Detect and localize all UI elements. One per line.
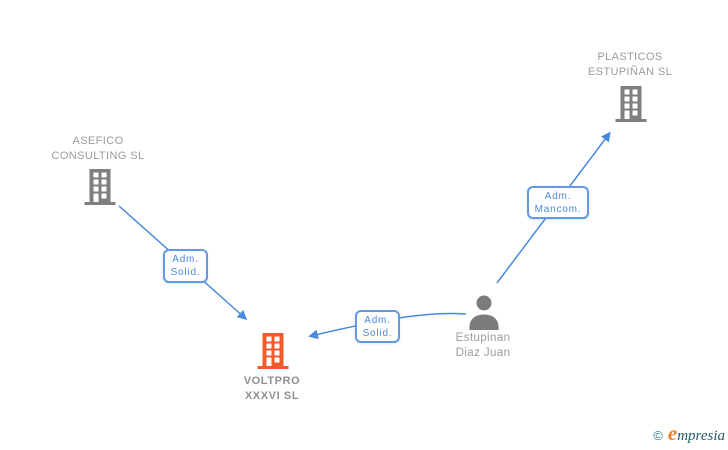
building-icon xyxy=(84,169,116,210)
edge-label-text: Adm. xyxy=(172,254,199,265)
edge-label-text: Solid. xyxy=(362,327,393,339)
building-icon-highlighted xyxy=(257,333,289,374)
node-label: VOLTPRO XXXVI SL xyxy=(243,375,301,402)
edge-label-estupinan-plasticos: Adm. Mancom. xyxy=(527,186,589,219)
edge-label-text: Adm. xyxy=(544,190,572,202)
person-icon xyxy=(466,294,502,335)
edge-label-text: Solid. xyxy=(170,267,201,278)
brand-watermark: © empresia xyxy=(653,421,725,446)
node-label: ASEFICO CONSULTING SL xyxy=(51,135,145,162)
node-label: Estupinan Diaz Juan xyxy=(455,332,511,359)
node-label: PLASTICOS ESTUPIÑAN SL xyxy=(587,51,673,78)
edge-label-text: Mancom. xyxy=(534,203,582,215)
edge-label-asefico-voltpro: Adm. Solid. xyxy=(163,249,208,283)
copyright-symbol: © xyxy=(653,428,663,443)
brand-name: empresia xyxy=(667,421,725,445)
edge-label-estupinan-voltpro: Adm. Solid. xyxy=(355,310,400,343)
building-icon xyxy=(615,86,647,127)
edge-label-text: Adm. xyxy=(364,314,391,326)
